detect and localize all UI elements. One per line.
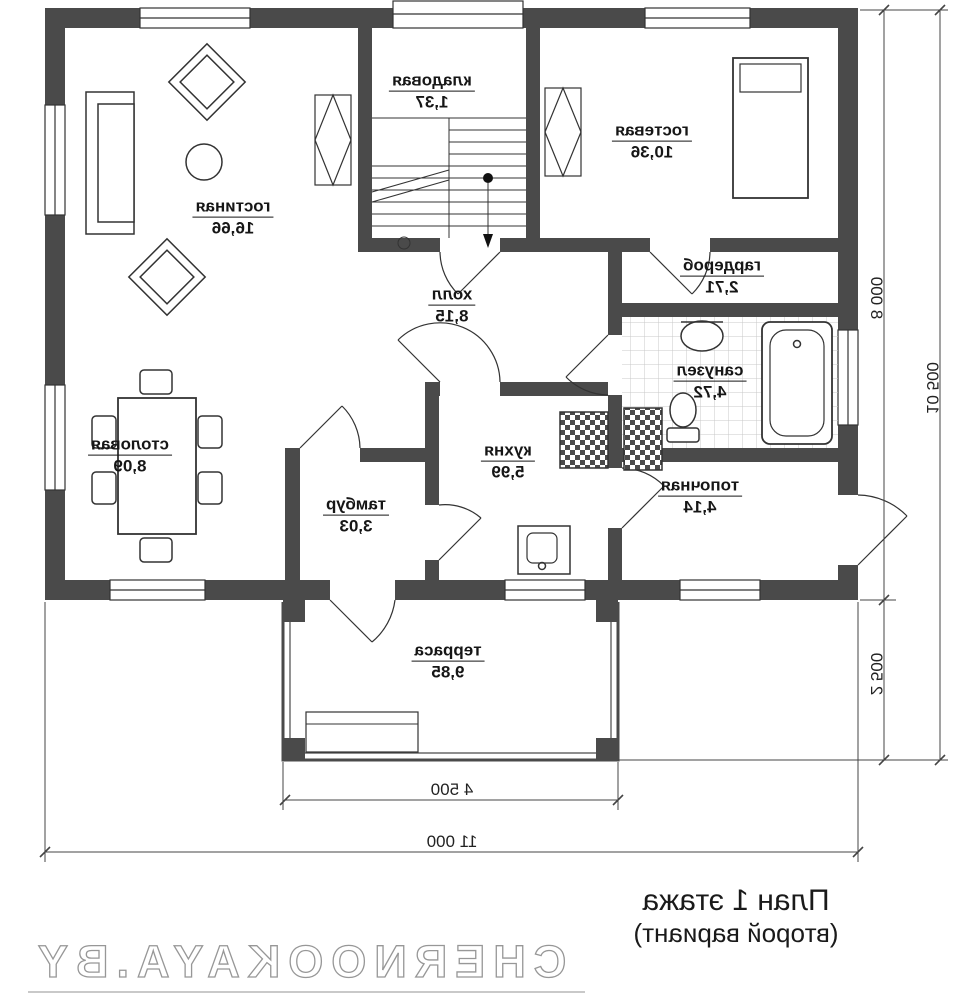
room-area: 10,36 [630,143,674,162]
armchair [167,42,247,122]
plan-title-line1: План 1 этажа [642,884,830,917]
room-name: кладовая [389,70,475,92]
room-label-dining: столовая 8,09 [87,434,173,478]
room-area: 8,15 [435,307,469,326]
room-name: кухня [481,440,535,462]
coffee-table [185,143,223,181]
dimension-lines [39,4,948,862]
dim-right-top: 8 000 [867,276,886,320]
terrace-bench [305,711,419,753]
stairs [371,117,526,250]
dining-table-set [91,369,223,563]
room-label-living: гостиная 16,66 [192,196,274,240]
room-label-boiler: топочная 4,14 [657,475,743,519]
room-label-guest: гостевая 10,36 [612,120,692,164]
room-label-vestibule: тамбур 3,03 [322,494,390,538]
bathroom-fixtures [622,317,838,448]
room-area: 5,99 [491,463,525,482]
watermark-underline [28,991,585,993]
room-area: 4,14 [683,498,717,517]
terrace-structure [281,600,620,762]
room-name: топочная [657,475,743,497]
toilet [669,392,697,428]
doors [299,251,908,643]
room-area: 8,09 [113,457,147,476]
room-name: санузел [673,360,747,382]
room-label-storage: кладовая 1,37 [389,70,475,114]
room-label-terrace: терраса 9,85 [411,640,485,684]
room-label-wardrobe: гардероб 2,71 [679,255,765,299]
stove [559,411,609,469]
room-label-hall: холл 8,15 [428,284,476,328]
windows [44,0,859,601]
room-area: 4,72 [693,383,727,402]
dim-right-bottom: 2 500 [867,652,886,696]
room-name: гостиная [192,196,274,218]
room-name: холл [428,284,476,306]
room-label-bathroom: санузел 4,72 [673,360,747,404]
room-name: тамбур [322,494,390,516]
room-label-kitchen: кухня 5,99 [481,440,535,484]
room-area: 2,71 [705,278,739,297]
dim-terrace-width: 4 500 [430,780,474,799]
guest-bed [732,57,809,199]
door-openings [330,495,859,601]
room-area: 1,37 [415,93,449,112]
interior-walls [285,28,858,580]
room-name: гардероб [679,255,765,277]
room-area: 9,85 [431,663,465,682]
plan-title-line2: (второй вариант) [633,917,839,948]
armchair [127,237,207,317]
boiler [623,407,663,471]
room-area: 3,03 [339,517,373,536]
kitchen-fixtures [517,411,609,575]
dim-right-total: 10 500 [923,362,942,414]
sofa [85,91,135,235]
room-area: 16,66 [211,219,255,238]
radiator-symbols [314,86,582,187]
watermark-text: CHERNOOKAYA.BY [29,935,567,987]
sink [680,320,724,352]
plan-title: План 1 этажа (второй вариант) [610,884,862,948]
room-name: гостевая [612,120,692,142]
room-name: столовая [87,434,173,456]
dim-total-width: 11 000 [426,832,478,851]
room-name: терраса [411,640,485,662]
